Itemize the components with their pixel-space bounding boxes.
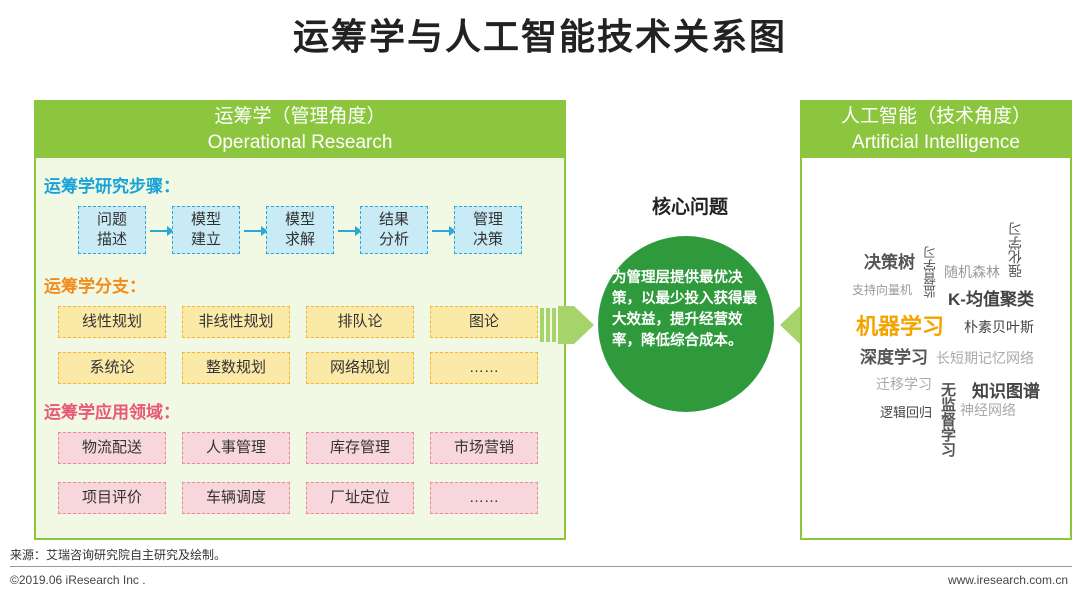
step-label-line2: 求解 [284, 231, 315, 248]
word-supervised-learning: 监督学习 [923, 246, 938, 298]
word-k-means: K-均值聚类 [948, 290, 1034, 309]
branch-item: 系统论 [58, 352, 166, 384]
arrow-icon [150, 226, 174, 236]
artificial-intelligence-header: 人工智能（技术角度） Artificial Intelligence [802, 102, 1070, 158]
step-label-line1: 问题 [96, 211, 127, 228]
word-knowledge-graph: 知识图谱 [972, 382, 1040, 401]
application-item: 车辆调度 [182, 482, 290, 514]
step-problem-description: 问题 描述 [78, 206, 146, 254]
word-machine-learning: 机器学习 [856, 314, 945, 339]
word-neural-network: 神经网络 [960, 402, 1016, 418]
word-logistic-regression: 逻辑回归 [880, 405, 933, 420]
branch-item: 排队论 [306, 306, 414, 338]
branch-item: 网络规划 [306, 352, 414, 384]
step-label-line2: 决策 [472, 231, 503, 248]
step-label-line2: 建立 [190, 231, 221, 248]
word-deep-learning: 深度学习 [860, 348, 928, 367]
application-item: 市场营销 [430, 432, 538, 464]
step-label-line1: 模型 [190, 211, 221, 228]
step-model-building: 模型 建立 [172, 206, 240, 254]
ai-header-cn: 人工智能（技术角度） [840, 106, 1031, 127]
word-naive-bayes: 朴素贝叶斯 [964, 319, 1034, 335]
step-label-line1: 管理 [472, 211, 503, 228]
step-label-line1: 模型 [284, 211, 315, 228]
application-item: 物流配送 [58, 432, 166, 464]
application-item: 库存管理 [306, 432, 414, 464]
website-url: www.iresearch.com.cn [947, 573, 1068, 587]
or-header-en: Operational Research [207, 132, 393, 153]
applications-section-title: 运筹学应用领域： [44, 403, 180, 422]
branches-section-title: 运筹学分支： [44, 277, 146, 296]
branch-item: …… [430, 352, 538, 384]
copyright-text: ©2019.06 iResearch Inc . [10, 573, 146, 587]
application-item: …… [430, 482, 538, 514]
application-item: 人事管理 [182, 432, 290, 464]
or-header-cn: 运筹学（管理角度） [214, 106, 386, 127]
branch-item: 图论 [430, 306, 538, 338]
word-random-forest: 随机森林 [944, 264, 1000, 280]
left-connector-arrow-icon [540, 306, 594, 344]
core-problem-circle [598, 236, 774, 412]
step-model-solving: 模型 求解 [266, 206, 334, 254]
word-lstm: 长短期记忆网络 [936, 350, 1034, 366]
word-reinforcement-learning: 强化学习 [1007, 222, 1023, 278]
word-svm: 支持向量机 [852, 283, 913, 297]
branch-item: 线性规划 [58, 306, 166, 338]
step-label-line1: 结果 [378, 211, 409, 228]
arrow-icon [432, 226, 456, 236]
word-decision-tree: 决策树 [864, 253, 915, 272]
footer-divider [10, 566, 1072, 567]
application-item: 项目评价 [58, 482, 166, 514]
branch-item: 非线性规划 [182, 306, 290, 338]
core-problem-text: 为管理层提供最优决策，以最少投入获得最大效益，提升经营效率，降低综合成本。 [612, 270, 757, 349]
arrow-icon [338, 226, 362, 236]
arrow-icon [244, 226, 268, 236]
step-label-line2: 分析 [378, 231, 409, 248]
branch-item: 整数规划 [182, 352, 290, 384]
source-note: 来源：艾瑞咨询研究院自主研究及绘制。 [10, 548, 227, 562]
application-item: 厂址定位 [306, 482, 414, 514]
step-label-line2: 描述 [96, 231, 127, 248]
word-unsupervised-learning: 无监督学习 [939, 382, 956, 457]
steps-section-title: 运筹学研究步骤： [44, 177, 180, 196]
word-transfer-learning: 迁移学习 [876, 376, 932, 392]
operations-research-header: 运筹学（管理角度） Operational Research [36, 102, 564, 158]
ai-header-en: Artificial Intelligence [852, 132, 1020, 153]
page-title: 运筹学与人工智能技术关系图 [292, 16, 787, 57]
core-problem-title: 核心问题 [651, 197, 728, 218]
step-result-analysis: 结果 分析 [360, 206, 428, 254]
step-management-decision: 管理 决策 [454, 206, 522, 254]
artificial-intelligence-panel: 人工智能（技术角度） Artificial Intelligence [800, 100, 1072, 540]
